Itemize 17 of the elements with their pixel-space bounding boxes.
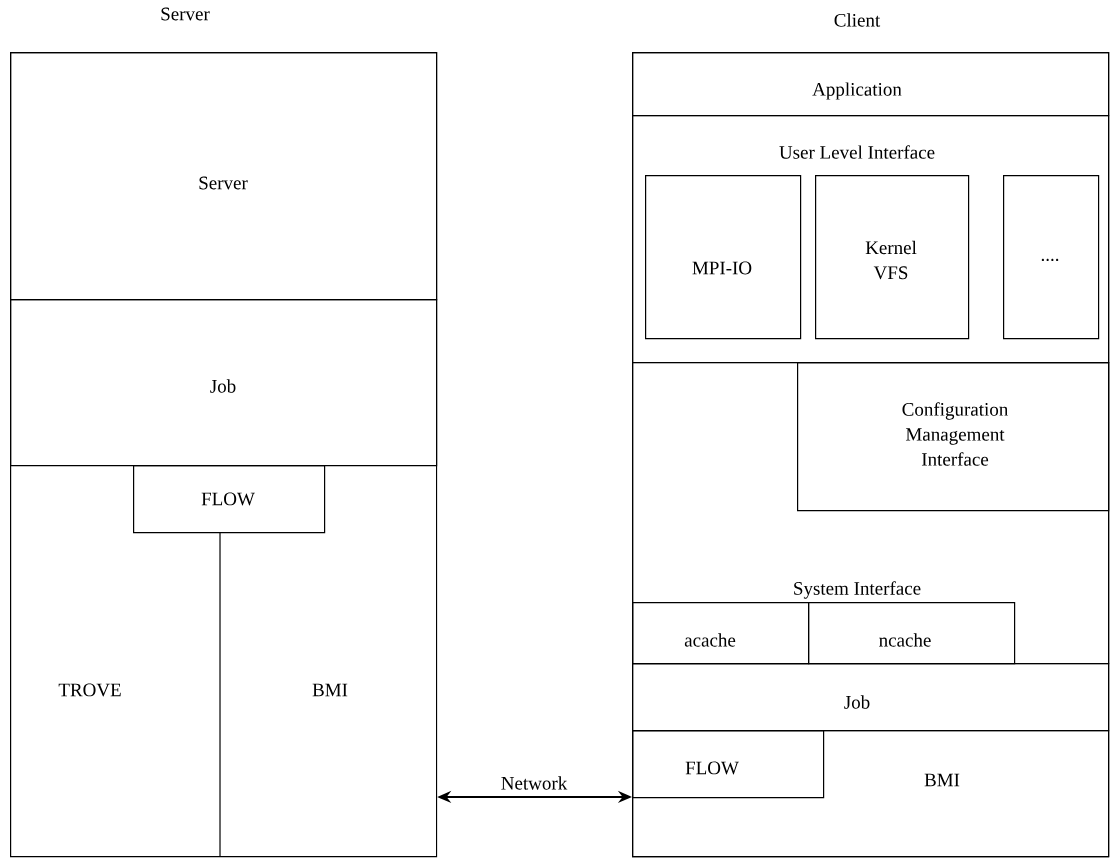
region-label: TROVE — [58, 683, 121, 697]
layer-box: acache — [632, 602, 810, 665]
edge-label: Network — [499, 775, 569, 791]
layer-box: Server — [10, 52, 438, 301]
layer-box: MPI-IO — [645, 175, 802, 340]
layer-box: .... — [1003, 175, 1100, 340]
node-label: Server — [161, 7, 210, 21]
region-label: BMI — [312, 683, 348, 697]
layer-box: Job — [10, 299, 438, 467]
layer-box: Job — [632, 663, 1110, 732]
node-label: Client — [834, 13, 881, 27]
layer-box: FLOW — [632, 730, 825, 799]
layer-box: Configuration Management Interface — [797, 362, 1110, 512]
layer-box: Kernel VFS — [815, 175, 970, 340]
layer-box: FLOW — [133, 465, 326, 534]
layer-box: Application — [632, 52, 1110, 117]
layer-box: ncache — [808, 602, 1016, 665]
